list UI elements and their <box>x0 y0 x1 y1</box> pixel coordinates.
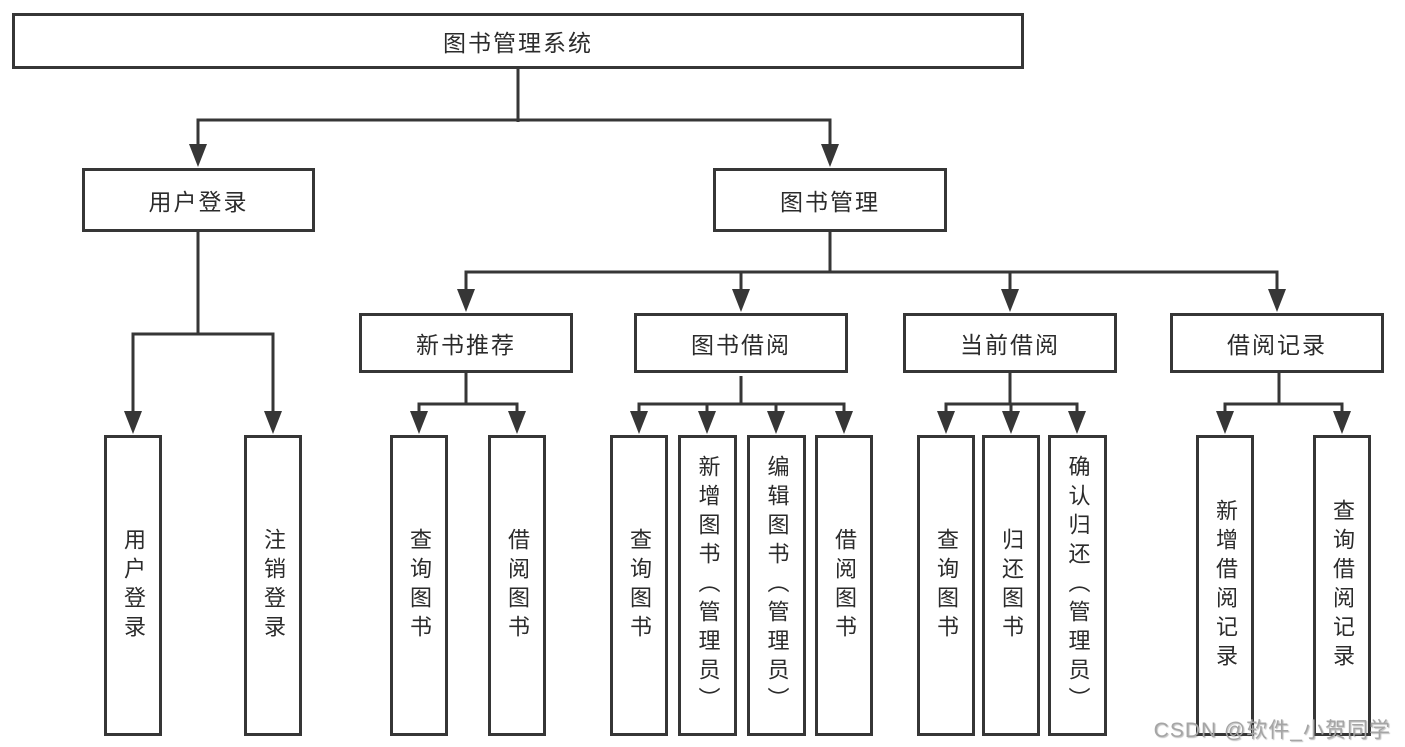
node-leaf-logout: 注销登录 <box>244 435 302 736</box>
node-leaf-query-books-borrowing: 查询图书 <box>610 435 668 736</box>
node-label: 查询借阅记录 <box>1330 498 1355 673</box>
node-leaf-query-borrow-record: 查询借阅记录 <box>1313 435 1371 736</box>
node-label: 确认归还（管理员） <box>1065 455 1091 716</box>
node-leaf-query-books-recommend: 查询图书 <box>390 435 448 736</box>
arrowhead-icon <box>732 289 750 312</box>
node-label: 新增图书（管理员） <box>695 455 721 716</box>
node-label: 图书管理 <box>780 189 880 215</box>
arrowhead-icon <box>264 411 282 434</box>
node-label: 归还图书 <box>999 527 1024 644</box>
node-leaf-return-books: 归还图书 <box>982 435 1040 736</box>
arrowheads <box>124 144 1351 434</box>
node-new-book-recommendation: 新书推荐 <box>359 313 573 373</box>
arrowhead-icon <box>1333 411 1351 434</box>
node-root-system: 图书管理系统 <box>12 13 1024 69</box>
node-label: 注销登录 <box>261 527 286 644</box>
arrowhead-icon <box>1001 289 1019 312</box>
arrowhead-icon <box>189 144 207 167</box>
arrowhead-icon <box>1216 411 1234 434</box>
node-label: 编辑图书（管理员） <box>764 455 790 716</box>
node-leaf-borrow-books-recommend: 借阅图书 <box>488 435 546 736</box>
arrowhead-icon <box>835 411 853 434</box>
node-label: 借阅记录 <box>1227 332 1327 358</box>
node-label: 新增借阅记录 <box>1213 498 1238 673</box>
arrowhead-icon <box>508 411 526 434</box>
node-label: 借阅图书 <box>505 527 530 644</box>
connector-lines <box>131 69 1344 415</box>
arrowhead-icon <box>767 411 785 434</box>
node-leaf-borrow-books-borrowing: 借阅图书 <box>815 435 873 736</box>
node-borrowing-records: 借阅记录 <box>1170 313 1384 373</box>
node-label: 用户登录 <box>148 189 249 215</box>
arrowhead-icon <box>821 144 839 167</box>
node-label: 图书管理系统 <box>443 30 593 56</box>
node-current-borrowing: 当前借阅 <box>903 313 1117 373</box>
arrowhead-icon <box>410 411 428 434</box>
node-book-borrowing: 图书借阅 <box>634 313 848 373</box>
node-leaf-edit-books-admin: 编辑图书（管理员） <box>747 435 806 736</box>
node-label: 借阅图书 <box>832 527 857 644</box>
node-label: 新书推荐 <box>416 332 516 358</box>
node-label: 查询图书 <box>934 527 959 644</box>
node-leaf-confirm-return-admin: 确认归还（管理员） <box>1048 435 1107 736</box>
node-label: 查询图书 <box>407 527 432 644</box>
arrowhead-icon <box>630 411 648 434</box>
tree-edges <box>131 69 1344 415</box>
node-label: 用户登录 <box>121 527 146 644</box>
node-leaf-query-books-current: 查询图书 <box>917 435 975 736</box>
node-leaf-add-borrow-record: 新增借阅记录 <box>1196 435 1254 736</box>
arrowhead-icon <box>1068 411 1086 434</box>
arrowhead-icon <box>1268 289 1286 312</box>
node-label: 当前借阅 <box>960 332 1060 358</box>
node-user-login-module: 用户登录 <box>82 168 315 232</box>
node-label: 查询图书 <box>627 527 652 644</box>
arrowhead-icon <box>457 289 475 312</box>
arrowhead-icon <box>1002 411 1020 434</box>
node-label: 图书借阅 <box>691 332 791 358</box>
node-book-management-module: 图书管理 <box>713 168 947 232</box>
node-leaf-add-books-admin: 新增图书（管理员） <box>678 435 737 736</box>
arrowhead-icon <box>698 411 716 434</box>
arrowhead-icon <box>937 411 955 434</box>
csdn-watermark: CSDN @软件_小贺同学 <box>1153 719 1391 742</box>
node-leaf-user-login: 用户登录 <box>104 435 162 736</box>
arrowhead-icon <box>124 411 142 434</box>
